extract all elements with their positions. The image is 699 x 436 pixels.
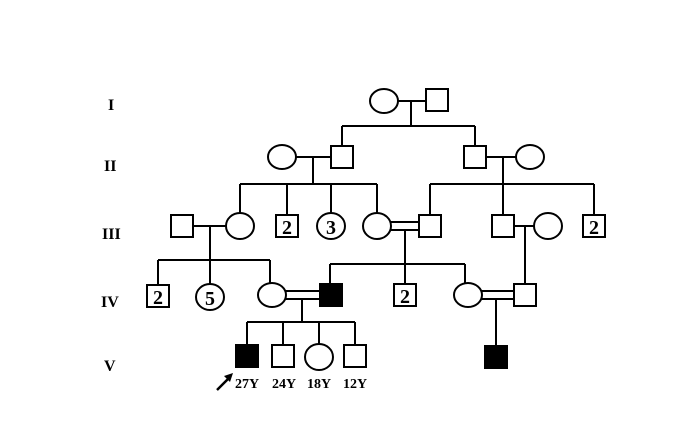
- generation-label-V: V: [104, 358, 116, 375]
- III-8-female: [533, 212, 563, 240]
- IV-1-brothers: 2: [146, 284, 170, 309]
- age-label-V-2: 24Y: [272, 377, 296, 392]
- IV-3-female: [257, 282, 287, 308]
- III-6-male: [418, 214, 442, 238]
- IV-4-affected-male: [319, 283, 343, 307]
- III-5-female: [362, 212, 392, 240]
- II-1-female: [267, 144, 297, 170]
- svg-text:2: 2: [589, 217, 599, 239]
- V-5-affected-male: [484, 345, 508, 369]
- I-2-male: [425, 88, 449, 112]
- III-1-male: [170, 214, 194, 238]
- III-2-female: [225, 212, 255, 240]
- proband-arrow-icon: [216, 373, 233, 391]
- IV-2-sisters: 5: [195, 283, 225, 311]
- generation-label-III: III: [102, 226, 121, 243]
- gen-IV: 2 5 2: [146, 282, 537, 345]
- III-3-brothers: 2: [275, 214, 299, 239]
- IV-7-male: [513, 283, 537, 307]
- IV-6-female: [453, 282, 483, 308]
- V-3-female: [304, 343, 334, 371]
- age-label-V-4: 12Y: [343, 377, 367, 392]
- svg-text:5: 5: [205, 288, 215, 310]
- generation-label-II: II: [104, 158, 116, 175]
- gen-II: [239, 144, 595, 215]
- svg-text:2: 2: [282, 217, 292, 239]
- V-4-male: [343, 344, 367, 368]
- III-9-brothers: 2: [582, 214, 606, 239]
- age-label-V-1: 27Y: [235, 377, 259, 392]
- II-3-male: [463, 145, 487, 169]
- IV-5-brothers: 2: [393, 283, 417, 308]
- generation-label-I: I: [108, 97, 114, 114]
- gen-III: 2 3 2: [157, 212, 606, 285]
- gen-V: 27Y 24Y 18Y 12Y: [216, 343, 508, 392]
- II-4-female: [515, 144, 545, 170]
- svg-text:2: 2: [153, 287, 163, 309]
- V-2-male: [271, 344, 295, 368]
- svg-text:2: 2: [400, 286, 410, 308]
- I-1-female: [369, 88, 399, 114]
- svg-text:3: 3: [326, 217, 336, 239]
- II-2-male: [330, 145, 354, 169]
- III-4-sisters: 3: [316, 212, 346, 240]
- generation-label-IV: IV: [101, 294, 119, 311]
- III-7-male: [491, 214, 515, 238]
- age-label-V-3: 18Y: [307, 377, 331, 392]
- V-1-affected-male-proband: [235, 344, 259, 368]
- gen-I: [341, 88, 476, 146]
